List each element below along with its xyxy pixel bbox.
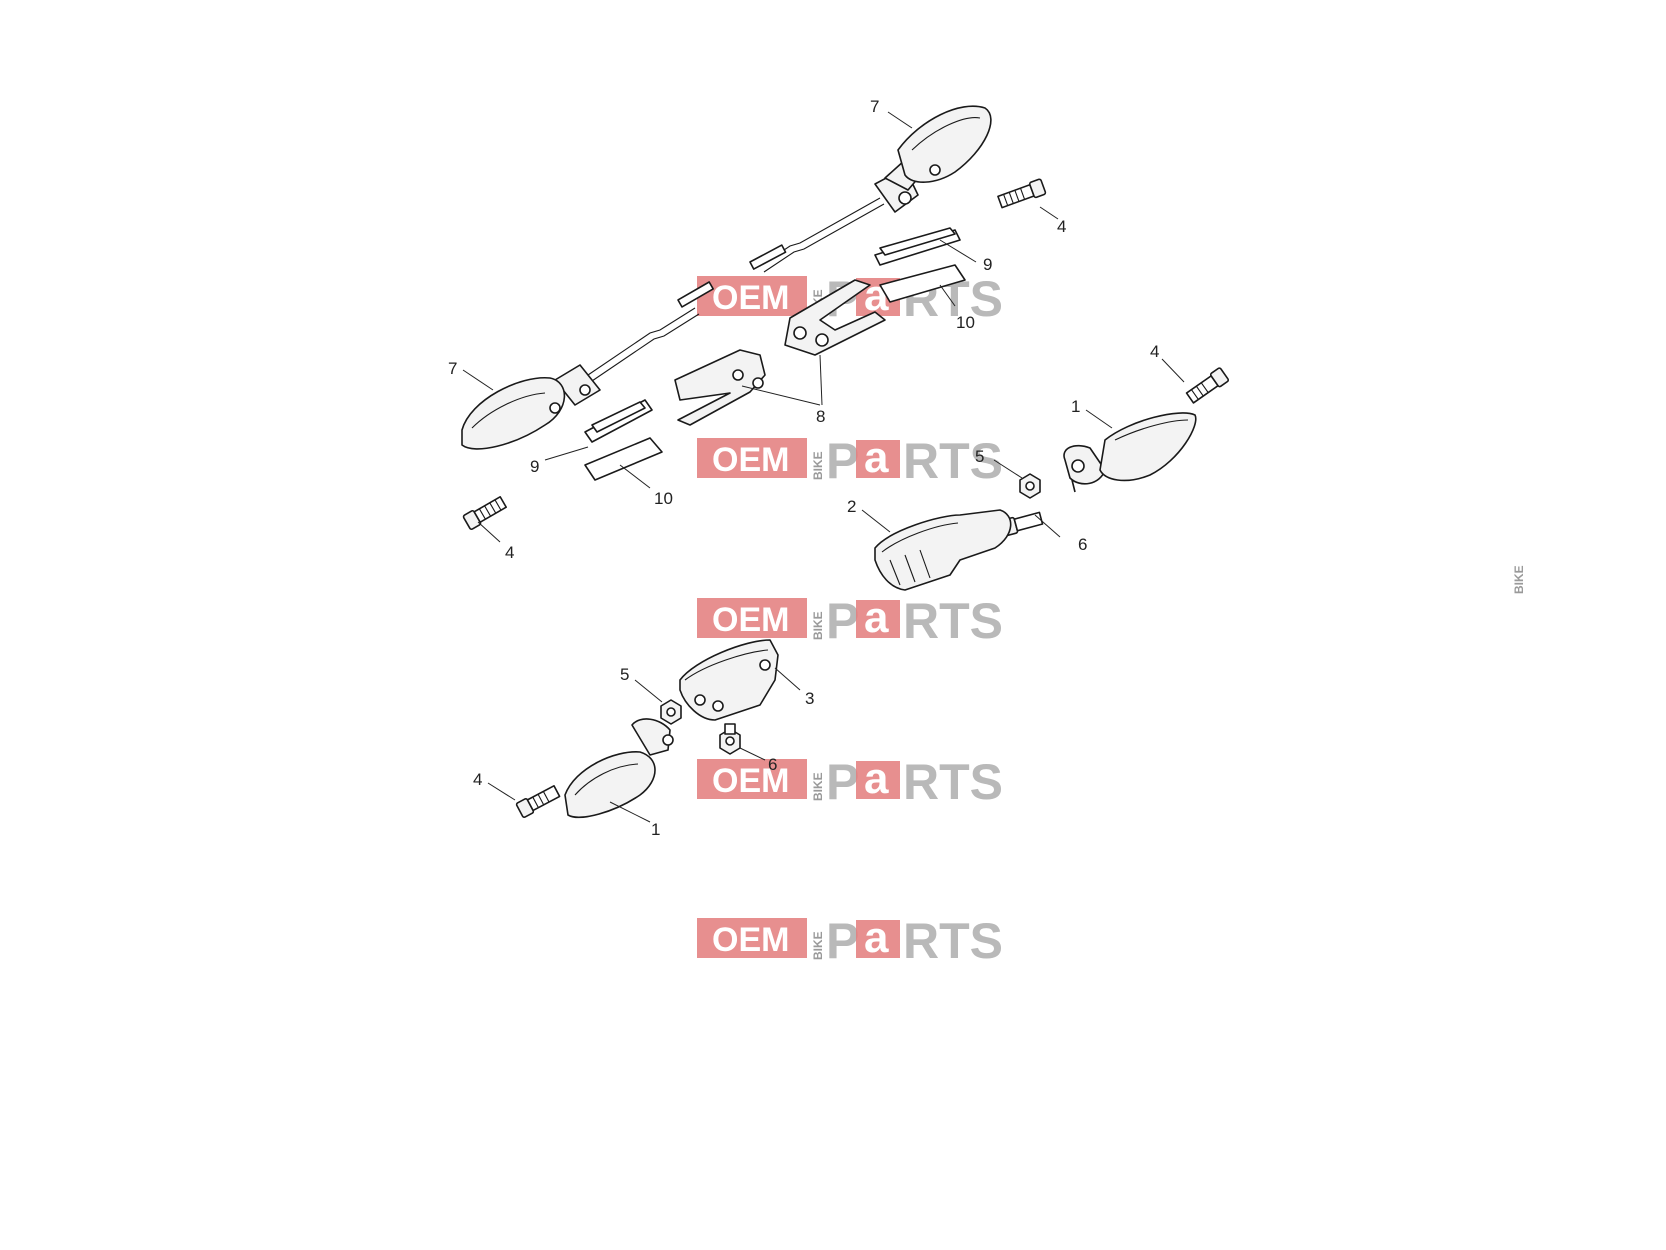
- svg-text:RTS: RTS: [903, 913, 1003, 969]
- indicator-bottom-part-1: [564, 718, 674, 819]
- svg-text:BIKE: BIKE: [811, 451, 825, 480]
- svg-text:a: a: [864, 271, 889, 320]
- callout-10-left: 10: [654, 489, 673, 508]
- callout-1-right: 1: [1071, 397, 1080, 416]
- callout-labels: 7 4 9 10 7 8 9 10 4 4 1 5 2 6 5 3 6 4 1: [448, 97, 1159, 839]
- svg-text:P: P: [826, 433, 859, 489]
- nut-part-5-bottom: [660, 699, 682, 725]
- svg-text:RTS: RTS: [903, 593, 1003, 649]
- svg-text:a: a: [864, 913, 889, 962]
- watermark-5: OEM BIKE P a RTS: [697, 913, 1003, 969]
- callout-8: 8: [816, 407, 825, 426]
- callout-10-right: 10: [956, 313, 975, 332]
- callout-4-bottom: 4: [473, 770, 482, 789]
- svg-text:P: P: [826, 593, 859, 649]
- svg-text:a: a: [864, 754, 889, 803]
- callout-5-bottom: 5: [620, 665, 629, 684]
- callout-6-bottom: 6: [768, 755, 777, 774]
- bracket-part-8-left: [674, 349, 766, 426]
- indicator-left-part-7: [461, 281, 714, 450]
- watermark-3: OEM BIKE P a RTS: [697, 593, 1003, 649]
- svg-text:P: P: [826, 913, 859, 969]
- svg-text:OEM: OEM: [712, 762, 789, 800]
- bracket-part-8-right: [784, 279, 886, 356]
- bolt-part-4-bottom: [515, 785, 561, 818]
- watermark-1: OEM BIKE: [697, 276, 1526, 594]
- pad-part-9-right: [874, 227, 961, 266]
- watermark-4: OEM BIKE P a RTS: [697, 754, 1003, 810]
- svg-text:OEM: OEM: [712, 921, 789, 959]
- callout-4-top-right: 4: [1057, 217, 1066, 236]
- clamp-part-2: [874, 509, 1012, 591]
- leader-lines: [462, 111, 1185, 823]
- callout-3: 3: [805, 689, 814, 708]
- callout-9-right: 9: [983, 255, 992, 274]
- callout-2: 2: [847, 497, 856, 516]
- svg-text:BIKE: BIKE: [811, 772, 825, 801]
- svg-text:OEM: OEM: [712, 441, 789, 479]
- nut-part-5-right: [1019, 473, 1041, 499]
- callout-7-left: 7: [448, 359, 457, 378]
- pad-part-9-left: [584, 399, 653, 443]
- bolt-part-4-top-right: [997, 178, 1047, 209]
- bolt-part-6-bottom: [719, 723, 741, 755]
- pad-part-10-right: [879, 264, 966, 303]
- indicator-top-part-7: [749, 105, 992, 273]
- pad-part-10-left: [584, 437, 663, 481]
- svg-text:OEM: OEM: [712, 601, 789, 639]
- bolt-part-4-right: [1185, 367, 1230, 404]
- callout-4-right: 4: [1150, 342, 1159, 361]
- svg-text:RTS: RTS: [903, 433, 1003, 489]
- svg-text:RTS: RTS: [903, 754, 1003, 810]
- watermark-bike: BIKE: [1512, 565, 1526, 594]
- callout-5-right: 5: [975, 447, 984, 466]
- svg-text:a: a: [864, 593, 889, 642]
- bolt-part-4-left: [462, 496, 507, 530]
- indicator-right-part-1: [1063, 412, 1197, 493]
- callout-6-right: 6: [1078, 535, 1087, 554]
- callout-4-left: 4: [505, 543, 514, 562]
- watermark-oem: OEM: [712, 279, 789, 317]
- callout-7-top: 7: [870, 97, 879, 116]
- callout-1-bottom: 1: [651, 820, 660, 839]
- svg-text:BIKE: BIKE: [811, 931, 825, 960]
- svg-text:a: a: [864, 433, 889, 482]
- clamp-part-3: [679, 639, 779, 721]
- callout-9-left: 9: [530, 457, 539, 476]
- svg-text:BIKE: BIKE: [811, 611, 825, 640]
- watermark-2: OEM BIKE P a RTS: [697, 433, 1003, 489]
- svg-text:P: P: [826, 754, 859, 810]
